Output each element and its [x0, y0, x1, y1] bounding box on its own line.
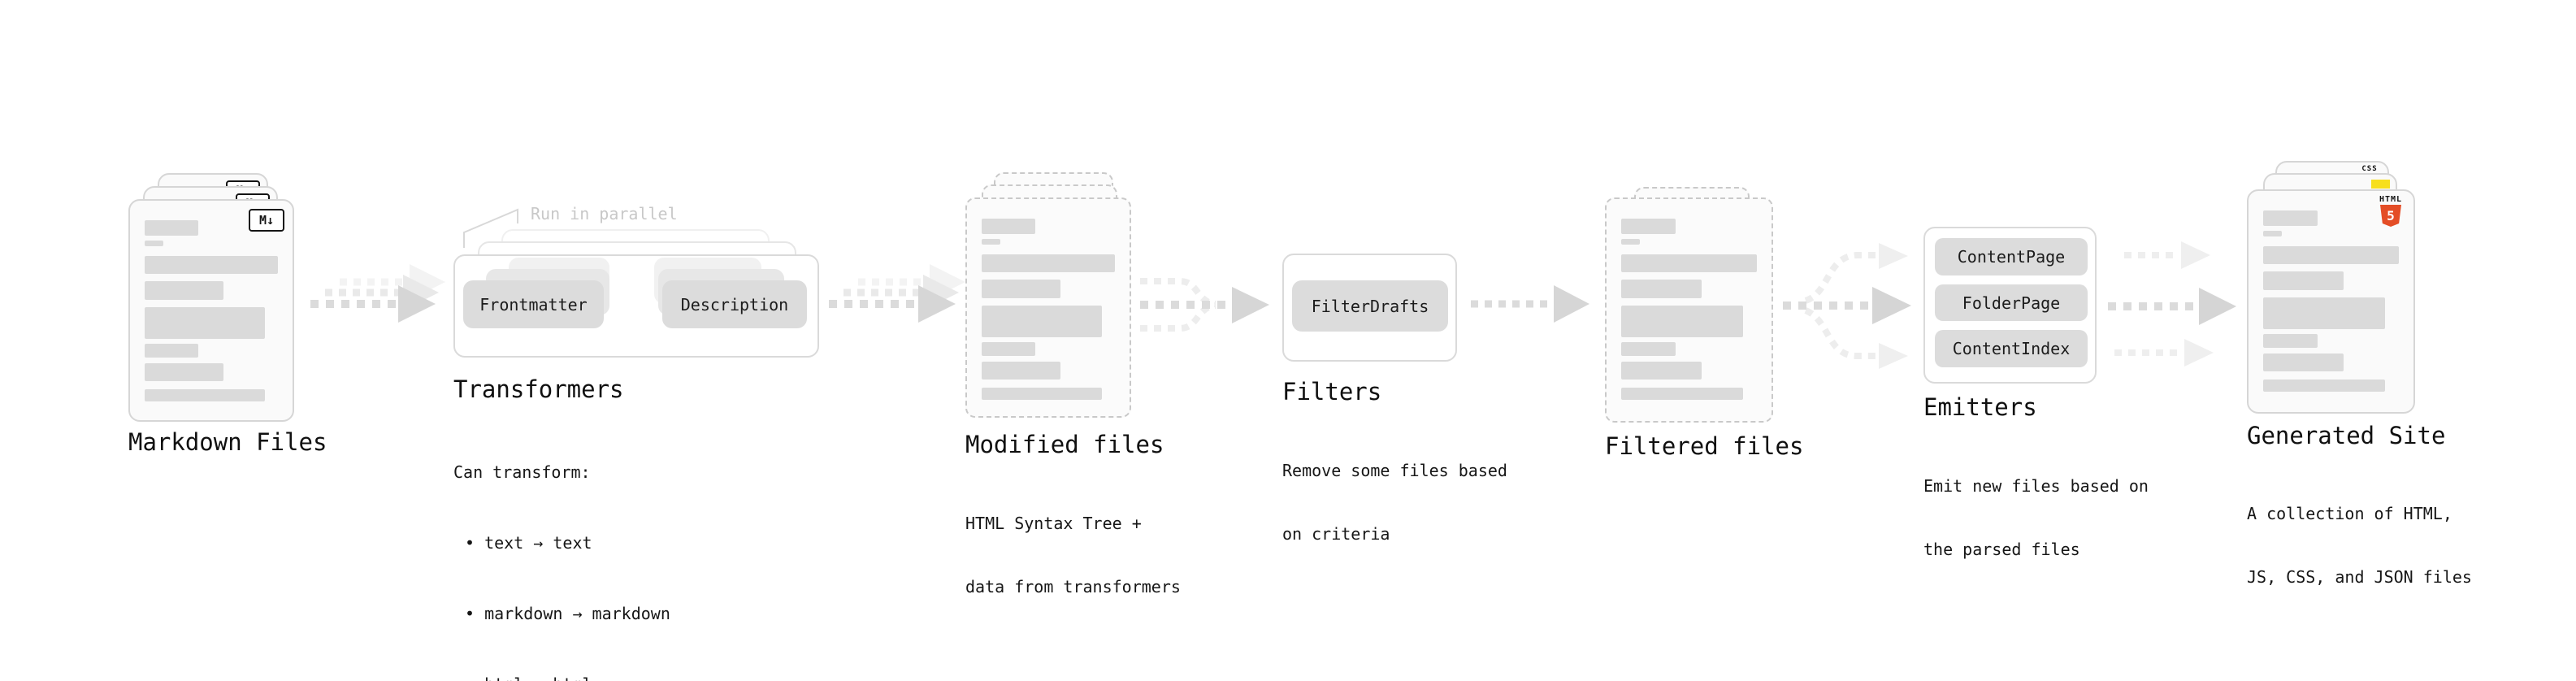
run-in-parallel-callout-line — [463, 208, 518, 248]
generated-site-description: A collection of HTML, JS, CSS, and JSON … — [2247, 461, 2472, 630]
contentindex-chip: ContentIndex — [1935, 330, 2088, 367]
filters-description: Remove some files based on criteria — [1282, 418, 1507, 587]
folderpage-chip: FolderPage — [1935, 284, 2088, 321]
document-content-bars — [1621, 219, 1757, 400]
transformers-title: Transformers — [453, 375, 624, 403]
document-content-bars — [2263, 210, 2399, 392]
html5-icon: HTML 5 — [2379, 195, 2403, 227]
emitters-desc-line1: Emit new files based on — [1923, 476, 2149, 496]
transform-bullet-text: • text → text — [465, 533, 592, 553]
javascript-icon — [2371, 180, 2390, 189]
transform-bullet-markdown: • markdown → markdown — [465, 604, 670, 623]
emitters-description: Emit new files based on the parsed files — [1923, 433, 2149, 602]
arrow-filtered-to-emitters-fanout — [1783, 243, 1911, 369]
document-content-bars — [982, 219, 1115, 400]
generated-html-file-card: HTML 5 — [2247, 189, 2415, 414]
arrow-emitters-to-site-top — [2124, 241, 2210, 269]
run-in-parallel-note: Run in parallel — [531, 204, 678, 223]
frontmatter-chip: Frontmatter — [463, 280, 604, 328]
document-content-bars — [145, 220, 278, 401]
modified-file-card-front — [965, 197, 1131, 418]
transform-bullet-html: • html → html — [453, 673, 670, 681]
arrow-emitters-to-site-bottom — [2114, 339, 2214, 367]
filters-desc-line2: on criteria — [1282, 524, 1390, 544]
filters-title: Filters — [1282, 378, 1382, 406]
modified-files-desc-line2: data from transformers — [965, 577, 1181, 596]
arrow-emitters-to-site-middle — [2108, 288, 2236, 325]
modified-files-description: HTML Syntax Tree + data from transformer… — [965, 471, 1181, 640]
generated-site-desc-line1: A collection of HTML, — [2247, 504, 2452, 523]
filterdrafts-chip: FilterDrafts — [1292, 280, 1448, 332]
arrow-filters-to-filtered — [1471, 285, 1589, 323]
filters-desc-line1: Remove some files based — [1282, 461, 1507, 480]
can-transform-heading: Can transform: — [453, 462, 591, 482]
arrow-transformers-to-modified — [829, 264, 965, 323]
filtered-files-title: Filtered files — [1605, 432, 1804, 460]
description-chip: Description — [662, 280, 807, 328]
contentpage-chip: ContentPage — [1935, 238, 2088, 275]
markdown-files-title: Markdown Files — [128, 428, 327, 456]
arrow-markdown-to-transformers — [310, 264, 445, 323]
emitters-title: Emitters — [1923, 393, 2037, 421]
modified-files-title: Modified files — [965, 431, 1164, 458]
generated-site-desc-line2: JS, CSS, and JSON files — [2247, 567, 2472, 587]
modified-files-desc-line1: HTML Syntax Tree + — [965, 514, 1142, 533]
arrow-modified-to-filters-converge — [1140, 278, 1269, 332]
emitters-desc-line2: the parsed files — [1923, 540, 2080, 559]
generated-site-title: Generated Site — [2247, 422, 2446, 449]
markdown-icon: M↓ — [249, 209, 284, 232]
filtered-file-card-front — [1605, 197, 1773, 423]
markdown-file-card-front: M↓ — [128, 199, 294, 422]
transformers-description: Can transform: • text → text • markdown … — [453, 414, 670, 681]
